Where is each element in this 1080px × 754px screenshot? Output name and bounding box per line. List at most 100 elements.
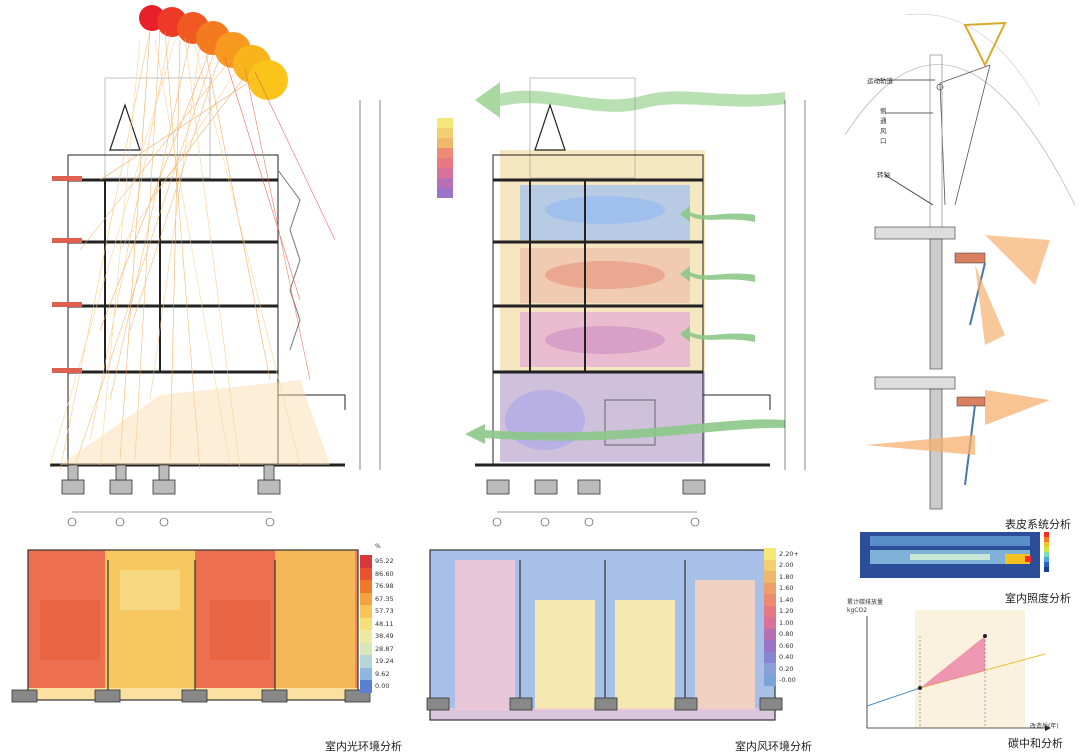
light-legend-value: 0.00 — [375, 682, 390, 691]
light-legend-row: 48.11 — [360, 617, 394, 630]
wind-legend-value: 1.20 — [779, 607, 794, 616]
wind-legend-value: 0.20 — [779, 664, 794, 673]
light-legend-swatch — [360, 580, 372, 593]
light-legend-row: 86.60 — [360, 567, 394, 580]
illuminance-legend — [1044, 532, 1049, 572]
wind-legend-row: 0.80 — [764, 628, 793, 640]
wind-legend-value: 1.40 — [779, 595, 794, 604]
wind-legend-row: 1.60 — [764, 582, 794, 594]
wind-legend-value: 2.00 — [779, 561, 794, 570]
foundations-wind — [486, 479, 706, 495]
wind-legend-row: 2.00 — [764, 559, 794, 571]
light-legend-row: 9.62 — [360, 667, 390, 680]
sun-path — [139, 5, 288, 100]
wind-legend-swatch — [764, 640, 776, 652]
wind-legend-value: 1.60 — [779, 584, 794, 593]
movement-arc — [844, 64, 1076, 206]
wind-legend-row: 1.40 — [764, 594, 793, 606]
wind-legend-row: 1.80 — [764, 571, 793, 583]
wind-legend-swatch — [764, 571, 776, 583]
light-legend-value: 86.60 — [375, 569, 394, 578]
wind-legend-row: -0.00 — [764, 674, 796, 686]
light-legend-row: 28.87 — [360, 642, 394, 655]
sunlight-section-diagram — [49, 5, 381, 527]
light-legend-value: 95.22 — [375, 557, 394, 566]
wind-legend-row: 1.20 — [764, 605, 794, 617]
label-pivot: 转轴 — [877, 170, 891, 179]
baseline-line — [866, 687, 921, 707]
light-legend-swatch — [360, 667, 372, 680]
label-vent-2: 通 — [880, 116, 887, 125]
pivot-mechanism — [875, 21, 1007, 236]
light-legend: % — [375, 543, 381, 550]
light-legend-swatch — [360, 592, 372, 605]
wind-legend-swatch — [764, 582, 776, 594]
plan-columns — [11, 689, 371, 703]
wind-legend-row: 0.60 — [764, 640, 793, 652]
wind-legend-row: 1.00 — [764, 617, 793, 629]
light-heatmap — [28, 550, 358, 700]
wind-legend-swatch — [764, 674, 776, 686]
wind-legend-value: 2.20+ — [779, 549, 799, 558]
caption-skin: 表皮系统分析 — [1005, 518, 1071, 531]
wind-legend-value: -0.00 — [779, 676, 796, 685]
light-legend-row: 0.00 — [360, 680, 389, 693]
wind-legend-row: 0.40 — [764, 651, 793, 663]
light-legend-swatch — [360, 567, 372, 580]
light-legend-row: 57.73 — [360, 605, 394, 618]
sun-rays — [49, 29, 336, 471]
wind-legend-swatch — [764, 617, 776, 629]
foundations — [61, 464, 281, 495]
wind-scale-section — [437, 118, 453, 198]
light-legend-row: 95.22 — [360, 555, 394, 568]
wind-legend-swatch — [764, 548, 776, 560]
wind-legend-swatch — [764, 628, 776, 640]
building-section-wind — [475, 77, 771, 467]
carbon-xlabel: 改造后(年) — [1030, 722, 1059, 730]
light-plan-diagram: % — [11, 543, 381, 703]
light-legend-value: 48.11 — [375, 619, 394, 628]
light-legend-swatch — [360, 642, 372, 655]
wind-legend-value: 1.80 — [779, 572, 794, 581]
light-legend-swatch — [360, 630, 372, 643]
caption-illum: 室内照度分析 — [1005, 592, 1071, 605]
wind-legend-value: 0.60 — [779, 641, 794, 650]
caption-wind: 室内风环境分析 — [735, 740, 812, 753]
dimension-line — [67, 100, 381, 527]
wind-arrows-in — [465, 206, 785, 444]
light-legend-unit: % — [375, 543, 381, 550]
wall-detail-bottom — [865, 376, 1050, 510]
light-legend-swatch — [360, 605, 372, 618]
wind-legend-swatch — [764, 651, 776, 663]
label-vent-1: 侧 — [880, 106, 887, 115]
caption-carbon: 碳中和分析 — [1008, 737, 1063, 750]
label-vent-4: 口 — [880, 137, 887, 145]
wind-legend-swatch — [764, 594, 776, 606]
caption-light: 室内光环境分析 — [325, 740, 402, 753]
wind-plan-diagram — [426, 549, 783, 721]
wind-plan-walls — [429, 549, 776, 721]
wind-legend-value: 1.00 — [779, 618, 794, 627]
wind-section-diagram — [437, 77, 806, 527]
wind-legend-row: 2.20+ — [764, 548, 799, 560]
light-legend-row: 19.24 — [360, 655, 394, 668]
dimension-line-wind — [492, 100, 806, 527]
wind-legend-swatch — [764, 605, 776, 617]
light-legend-value: 9.62 — [375, 669, 390, 678]
light-legend-swatch — [360, 680, 372, 693]
light-legend-row: 67.35 — [360, 592, 394, 605]
ground-light-zone — [60, 380, 330, 465]
facade-system-diagram: 运动轨道 侧 通 风 口 转轴 — [844, 13, 1076, 510]
wind-legend-swatch — [764, 559, 776, 571]
illuminance-chart — [860, 532, 1049, 578]
light-legend-value: 57.73 — [375, 607, 394, 616]
light-legend-value: 76.98 — [375, 582, 394, 591]
wind-plan-columns — [426, 697, 783, 711]
label-vent-3: 风 — [880, 127, 887, 135]
light-legend-value: 38.49 — [375, 632, 394, 641]
carbon-chart: 累计碳排放量 kgCO2 改造后(年) — [847, 598, 1059, 731]
carbon-ylabel: kgCO2 — [847, 607, 867, 614]
floor-markers — [52, 176, 82, 373]
light-legend-value: 19.24 — [375, 657, 394, 666]
